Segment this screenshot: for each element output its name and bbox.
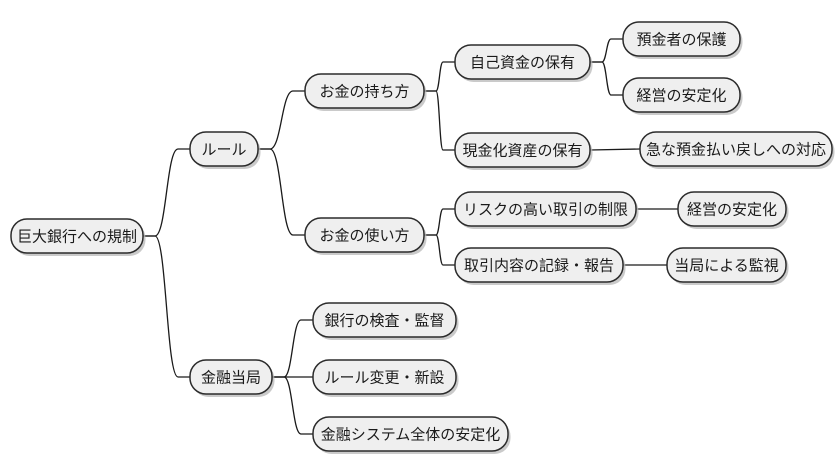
- edge-authority-to-syssafe: [271, 376, 314, 435]
- node-depositor[interactable]: 預金者の保護: [622, 21, 743, 59]
- edge-owncap-to-depositor: [589, 38, 624, 63]
- node-label-rule: ルール: [201, 141, 246, 159]
- node-inspect[interactable]: 銀行の検査・監督: [312, 302, 459, 340]
- edge-liquid-to-withdraw: [589, 148, 641, 151]
- node-label-hold: お金の持ち方: [319, 83, 409, 101]
- node-watch[interactable]: 当局による監視: [666, 247, 789, 285]
- node-label-record: 取引内容の記録・報告: [464, 257, 614, 275]
- node-box-record[interactable]: [454, 247, 624, 283]
- node-box-root[interactable]: [10, 218, 144, 254]
- node-box-risklimit[interactable]: [454, 191, 637, 227]
- edge-use-to-risklimit: [423, 208, 456, 236]
- node-box-depositor[interactable]: [622, 21, 741, 57]
- node-withdraw[interactable]: 急な預金払い戻しへの対応: [639, 131, 835, 169]
- node-box-owncap[interactable]: [454, 44, 591, 80]
- edge-authority-to-inspect: [271, 319, 314, 378]
- node-label-rulechange: ルール変更・新設: [324, 369, 444, 387]
- node-label-risklimit: リスクの高い取引の制限: [463, 201, 628, 219]
- node-use[interactable]: お金の使い方: [304, 217, 427, 255]
- node-label-root: 巨大銀行への規制: [17, 228, 137, 246]
- node-label-use: お金の使い方: [319, 227, 409, 245]
- node-box-inspect[interactable]: [312, 302, 457, 338]
- edge-rule-to-hold: [257, 90, 306, 150]
- node-box-syssafe[interactable]: [312, 416, 509, 452]
- node-box-watch[interactable]: [666, 247, 787, 283]
- node-label-stable2: 経営の安定化: [687, 201, 777, 219]
- node-rulechange[interactable]: ルール変更・新設: [312, 359, 459, 397]
- node-box-authority[interactable]: [189, 359, 273, 395]
- node-liquid[interactable]: 現金化資産の保有: [454, 132, 593, 170]
- edge-owncap-to-stable1: [589, 61, 624, 96]
- node-owncap[interactable]: 自己資金の保有: [454, 44, 593, 82]
- edge-hold-to-owncap: [423, 61, 456, 92]
- node-box-rule[interactable]: [189, 131, 259, 167]
- node-label-depositor: 預金者の保護: [636, 31, 726, 49]
- node-label-liquid: 現金化資産の保有: [462, 142, 582, 160]
- node-label-authority: 金融当局: [201, 369, 261, 387]
- edge-root-to-authority: [142, 235, 191, 378]
- node-box-liquid[interactable]: [454, 132, 591, 168]
- node-rule[interactable]: ルール: [189, 131, 261, 169]
- node-box-rulechange[interactable]: [312, 359, 457, 395]
- edge-rule-to-use: [257, 148, 306, 236]
- edge-root-to-rule: [142, 148, 191, 237]
- edge-use-to-record: [423, 234, 456, 266]
- node-label-stable1: 経営の安定化: [636, 87, 726, 105]
- edge-hold-to-liquid: [423, 90, 456, 151]
- node-stable1[interactable]: 経営の安定化: [622, 77, 743, 115]
- node-hold[interactable]: お金の持ち方: [304, 73, 427, 111]
- node-label-owncap: 自己資金の保有: [470, 54, 575, 72]
- edges-layer: [142, 38, 679, 435]
- node-syssafe[interactable]: 金融システム全体の安定化: [312, 416, 511, 454]
- node-stable2[interactable]: 経営の安定化: [677, 191, 789, 229]
- node-box-hold[interactable]: [304, 73, 425, 109]
- node-box-withdraw[interactable]: [639, 131, 833, 167]
- node-label-syssafe: 金融システム全体の安定化: [321, 426, 501, 444]
- node-root[interactable]: 巨大銀行への規制: [10, 218, 146, 256]
- node-risklimit[interactable]: リスクの高い取引の制限: [454, 191, 639, 229]
- node-label-watch: 当局による監視: [674, 257, 779, 275]
- node-box-use[interactable]: [304, 217, 425, 253]
- node-record[interactable]: 取引内容の記録・報告: [454, 247, 626, 285]
- node-box-stable2[interactable]: [677, 191, 787, 227]
- node-label-withdraw: 急な預金払い戻しへの対応: [646, 141, 826, 159]
- node-authority[interactable]: 金融当局: [189, 359, 275, 397]
- node-box-stable1[interactable]: [622, 77, 741, 113]
- node-label-inspect: 銀行の検査・監督: [324, 312, 444, 330]
